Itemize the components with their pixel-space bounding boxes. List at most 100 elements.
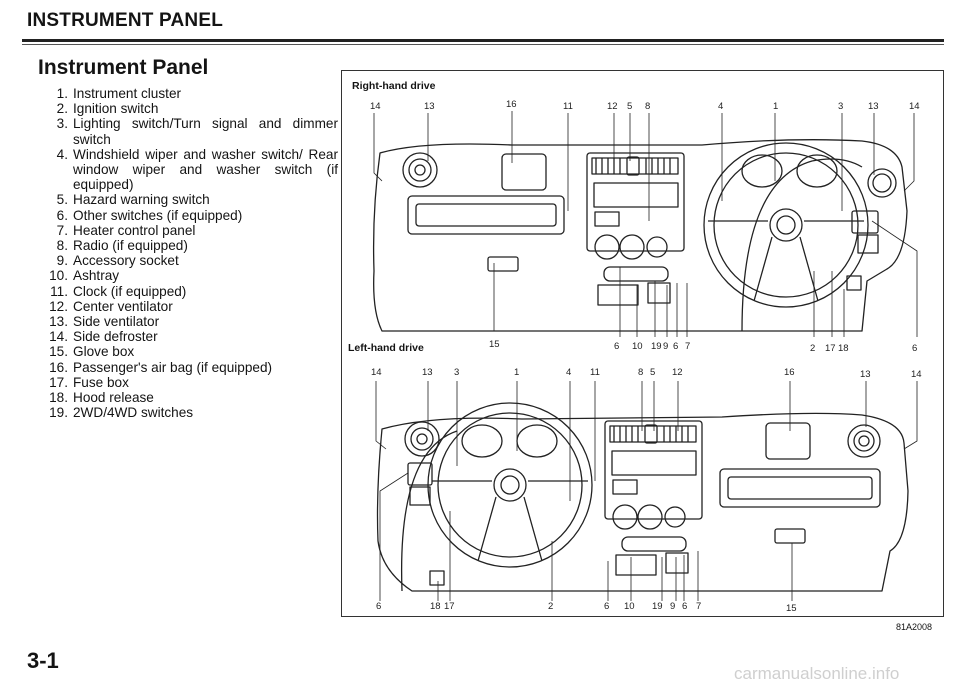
header-rule-thin <box>22 44 944 45</box>
item-label: Windshield wiper and washer switch/ Rear… <box>73 146 338 193</box>
item-number: 18. <box>49 390 68 406</box>
callout-label: 2 <box>548 601 553 612</box>
callout-label: 12 <box>672 367 683 378</box>
callout-label: 17 <box>444 601 455 612</box>
callout-label: 8 <box>638 367 643 378</box>
callout-label: 15 <box>786 603 797 614</box>
item-number: 12. <box>49 298 68 314</box>
item-number: 11. <box>50 283 68 299</box>
item-number: 15. <box>49 344 68 360</box>
list-item: 7.Heater control panel <box>38 223 338 238</box>
item-label: 2WD/4WD switches <box>73 405 194 421</box>
callout-label: 5 <box>650 367 655 378</box>
list-item: 11. Clock (if equipped) <box>38 284 338 299</box>
figure-id: 81A2008 <box>896 622 933 632</box>
item-number: 8. <box>56 238 68 254</box>
callout-label: 16 <box>506 99 517 110</box>
callout-label: 6 <box>682 601 687 612</box>
list-item: 13.Side ventilator <box>38 314 338 329</box>
callout-label: 11 <box>563 101 573 112</box>
lhd-panel <box>376 402 909 592</box>
callout-label: 6 <box>604 601 609 612</box>
callout-label: 1 <box>514 367 519 378</box>
item-label: Hood release <box>73 390 154 406</box>
callout-label: 4 <box>566 367 571 378</box>
callout-label: 6 <box>912 343 917 354</box>
item-label: Side defroster <box>73 329 158 345</box>
callout-label: 3 <box>838 101 843 112</box>
callout-label: 16 <box>784 367 795 378</box>
parts-list: 1.Instrument cluster 2.Ignition switch 3… <box>38 86 338 420</box>
callout-label: 3 <box>454 367 459 378</box>
item-number: 1. <box>56 86 68 101</box>
list-item: 9.Accessory socket <box>38 253 338 268</box>
item-number: 17. <box>49 374 68 390</box>
item-label: Hazard warning switch <box>73 192 210 208</box>
callout-label: 6 <box>376 601 381 612</box>
callout-label: 17 <box>825 343 836 354</box>
callout-label: 13 <box>424 101 435 112</box>
list-item: 18. Hood release <box>38 390 338 405</box>
page-title: Instrument Panel <box>38 56 209 79</box>
callout-label: 1 <box>773 101 778 112</box>
item-label: Clock (if equipped) <box>73 283 187 299</box>
item-number: 19. <box>49 405 68 421</box>
callout-label: 14 <box>911 369 922 380</box>
callout-label: 14 <box>909 101 920 112</box>
list-item: 3. Lighting switch/Turn signal and dimmer… <box>38 116 338 146</box>
item-number: 6. <box>56 207 68 223</box>
lhd-caption: Left-hand drive <box>348 342 424 354</box>
item-label: Fuse box <box>73 374 129 390</box>
callout-label: 13 <box>860 369 871 380</box>
callout-label: 12 <box>607 101 618 112</box>
callout-label: 13 <box>868 101 879 112</box>
item-label: Side ventilator <box>73 314 160 330</box>
list-item: 4. Windshield wiper and washer switch/ Re… <box>38 147 338 193</box>
item-number: 2. <box>56 101 68 117</box>
list-item: 5. Hazard warning switch <box>38 192 338 207</box>
watermark: carmanualsonline.info <box>734 664 900 683</box>
item-number: 3. <box>56 116 68 132</box>
list-item: 16. Passenger's air bag (if equipped) <box>38 360 338 375</box>
leader-lines <box>373 111 918 601</box>
callout-label: 9 <box>670 601 675 612</box>
callout-label: 10 <box>624 601 635 612</box>
callout-label: 8 <box>645 101 650 112</box>
section-header: INSTRUMENT PANEL <box>27 10 224 31</box>
item-label: Radio (if equipped) <box>73 238 188 254</box>
list-item: 8. Radio (if equipped) <box>38 238 338 253</box>
list-item: 14.Side defroster <box>38 329 338 344</box>
callout-label: 10 <box>632 341 643 352</box>
header-rule <box>22 39 944 42</box>
rhd-caption: Right-hand drive <box>352 80 436 92</box>
item-label: Passenger's air bag (if equipped) <box>73 359 273 375</box>
callout-label: 7 <box>696 601 701 612</box>
callout-label: 11 <box>590 367 600 378</box>
item-label: Lighting switch/Turn signal and dimmer s… <box>73 116 338 147</box>
dashboard-figure: 14 13 16 11 12 5 8 4 1 3 13 14 15 6 10 1… <box>341 70 944 617</box>
rhd-panel <box>372 139 908 332</box>
item-label: Other switches (if equipped) <box>73 207 243 223</box>
callout-label: 7 <box>685 341 690 352</box>
list-item: 12. Center ventilator <box>38 299 338 314</box>
callout-label: 9 <box>663 341 668 352</box>
callout-label: 18 <box>838 343 849 354</box>
list-item: 6. Other switches (if equipped) <box>38 208 338 223</box>
callout-label: 15 <box>489 339 500 350</box>
callout-label: 19 <box>651 341 662 352</box>
item-label: Center ventilator <box>73 298 173 314</box>
page-number: 3-1 <box>27 648 59 673</box>
callout-label: 4 <box>718 101 723 112</box>
item-number: 5. <box>56 192 68 208</box>
item-label: Ashtray <box>73 268 120 284</box>
list-item: 15. Glove box <box>38 344 338 359</box>
callout-label: 18 <box>430 601 441 612</box>
callout-label: 5 <box>627 101 632 112</box>
item-number: 16. <box>49 359 68 375</box>
item-label: Accessory socket <box>73 253 179 269</box>
item-number: 4. <box>56 146 68 162</box>
item-label: Instrument cluster <box>73 86 182 101</box>
item-label: Glove box <box>73 344 135 360</box>
list-item: 1. Instrument cluster <box>38 86 338 101</box>
callout-label: 14 <box>370 101 381 112</box>
